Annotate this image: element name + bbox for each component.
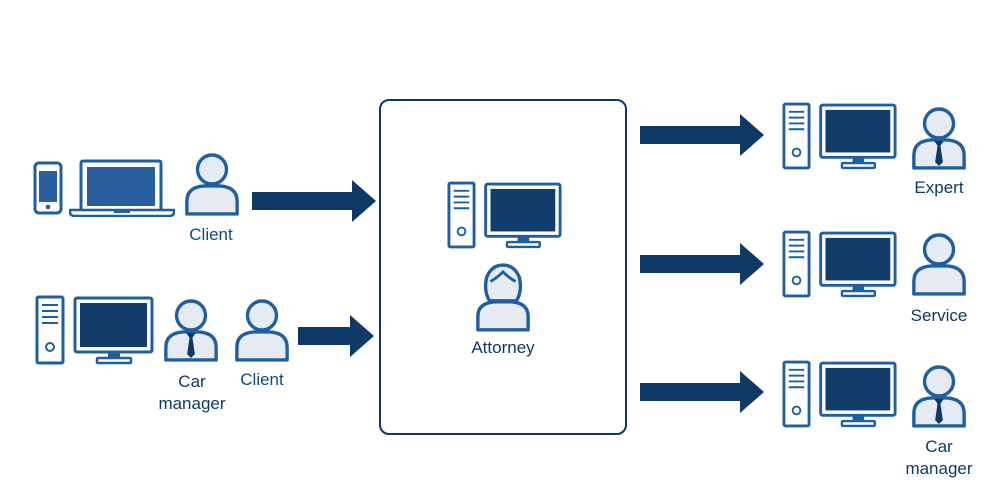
car-manager-person-icon xyxy=(162,296,220,364)
arrow-right-icon xyxy=(640,114,764,156)
expert-person-icon xyxy=(910,104,968,172)
car-manager-right-label: Car manager xyxy=(905,437,973,478)
car-manager-left-label: Car manager xyxy=(158,372,226,413)
computer-icon xyxy=(782,360,898,428)
service-label: Service xyxy=(910,306,968,325)
arrow-right-icon xyxy=(640,371,764,413)
attorney-box xyxy=(379,99,627,435)
arrow-right-icon xyxy=(640,243,764,285)
computer-icon xyxy=(447,181,563,249)
laptop-icon xyxy=(69,158,175,218)
client-person-icon xyxy=(183,150,241,218)
expert-label: Expert xyxy=(914,178,964,197)
computer-icon xyxy=(782,102,898,170)
service-person-icon xyxy=(910,230,968,298)
arrow-right-icon xyxy=(252,180,376,222)
computer-icon xyxy=(35,295,155,365)
attorney-person-icon xyxy=(474,262,532,332)
car-manager-person-icon xyxy=(910,362,968,430)
arrow-right-icon xyxy=(298,315,374,357)
phone-icon xyxy=(33,160,63,216)
computer-icon xyxy=(782,230,898,298)
client-person-icon xyxy=(233,296,291,364)
client-top-label: Client xyxy=(189,225,233,244)
client-bottom-label: Client xyxy=(240,370,284,389)
attorney-label: Attorney xyxy=(471,338,535,357)
